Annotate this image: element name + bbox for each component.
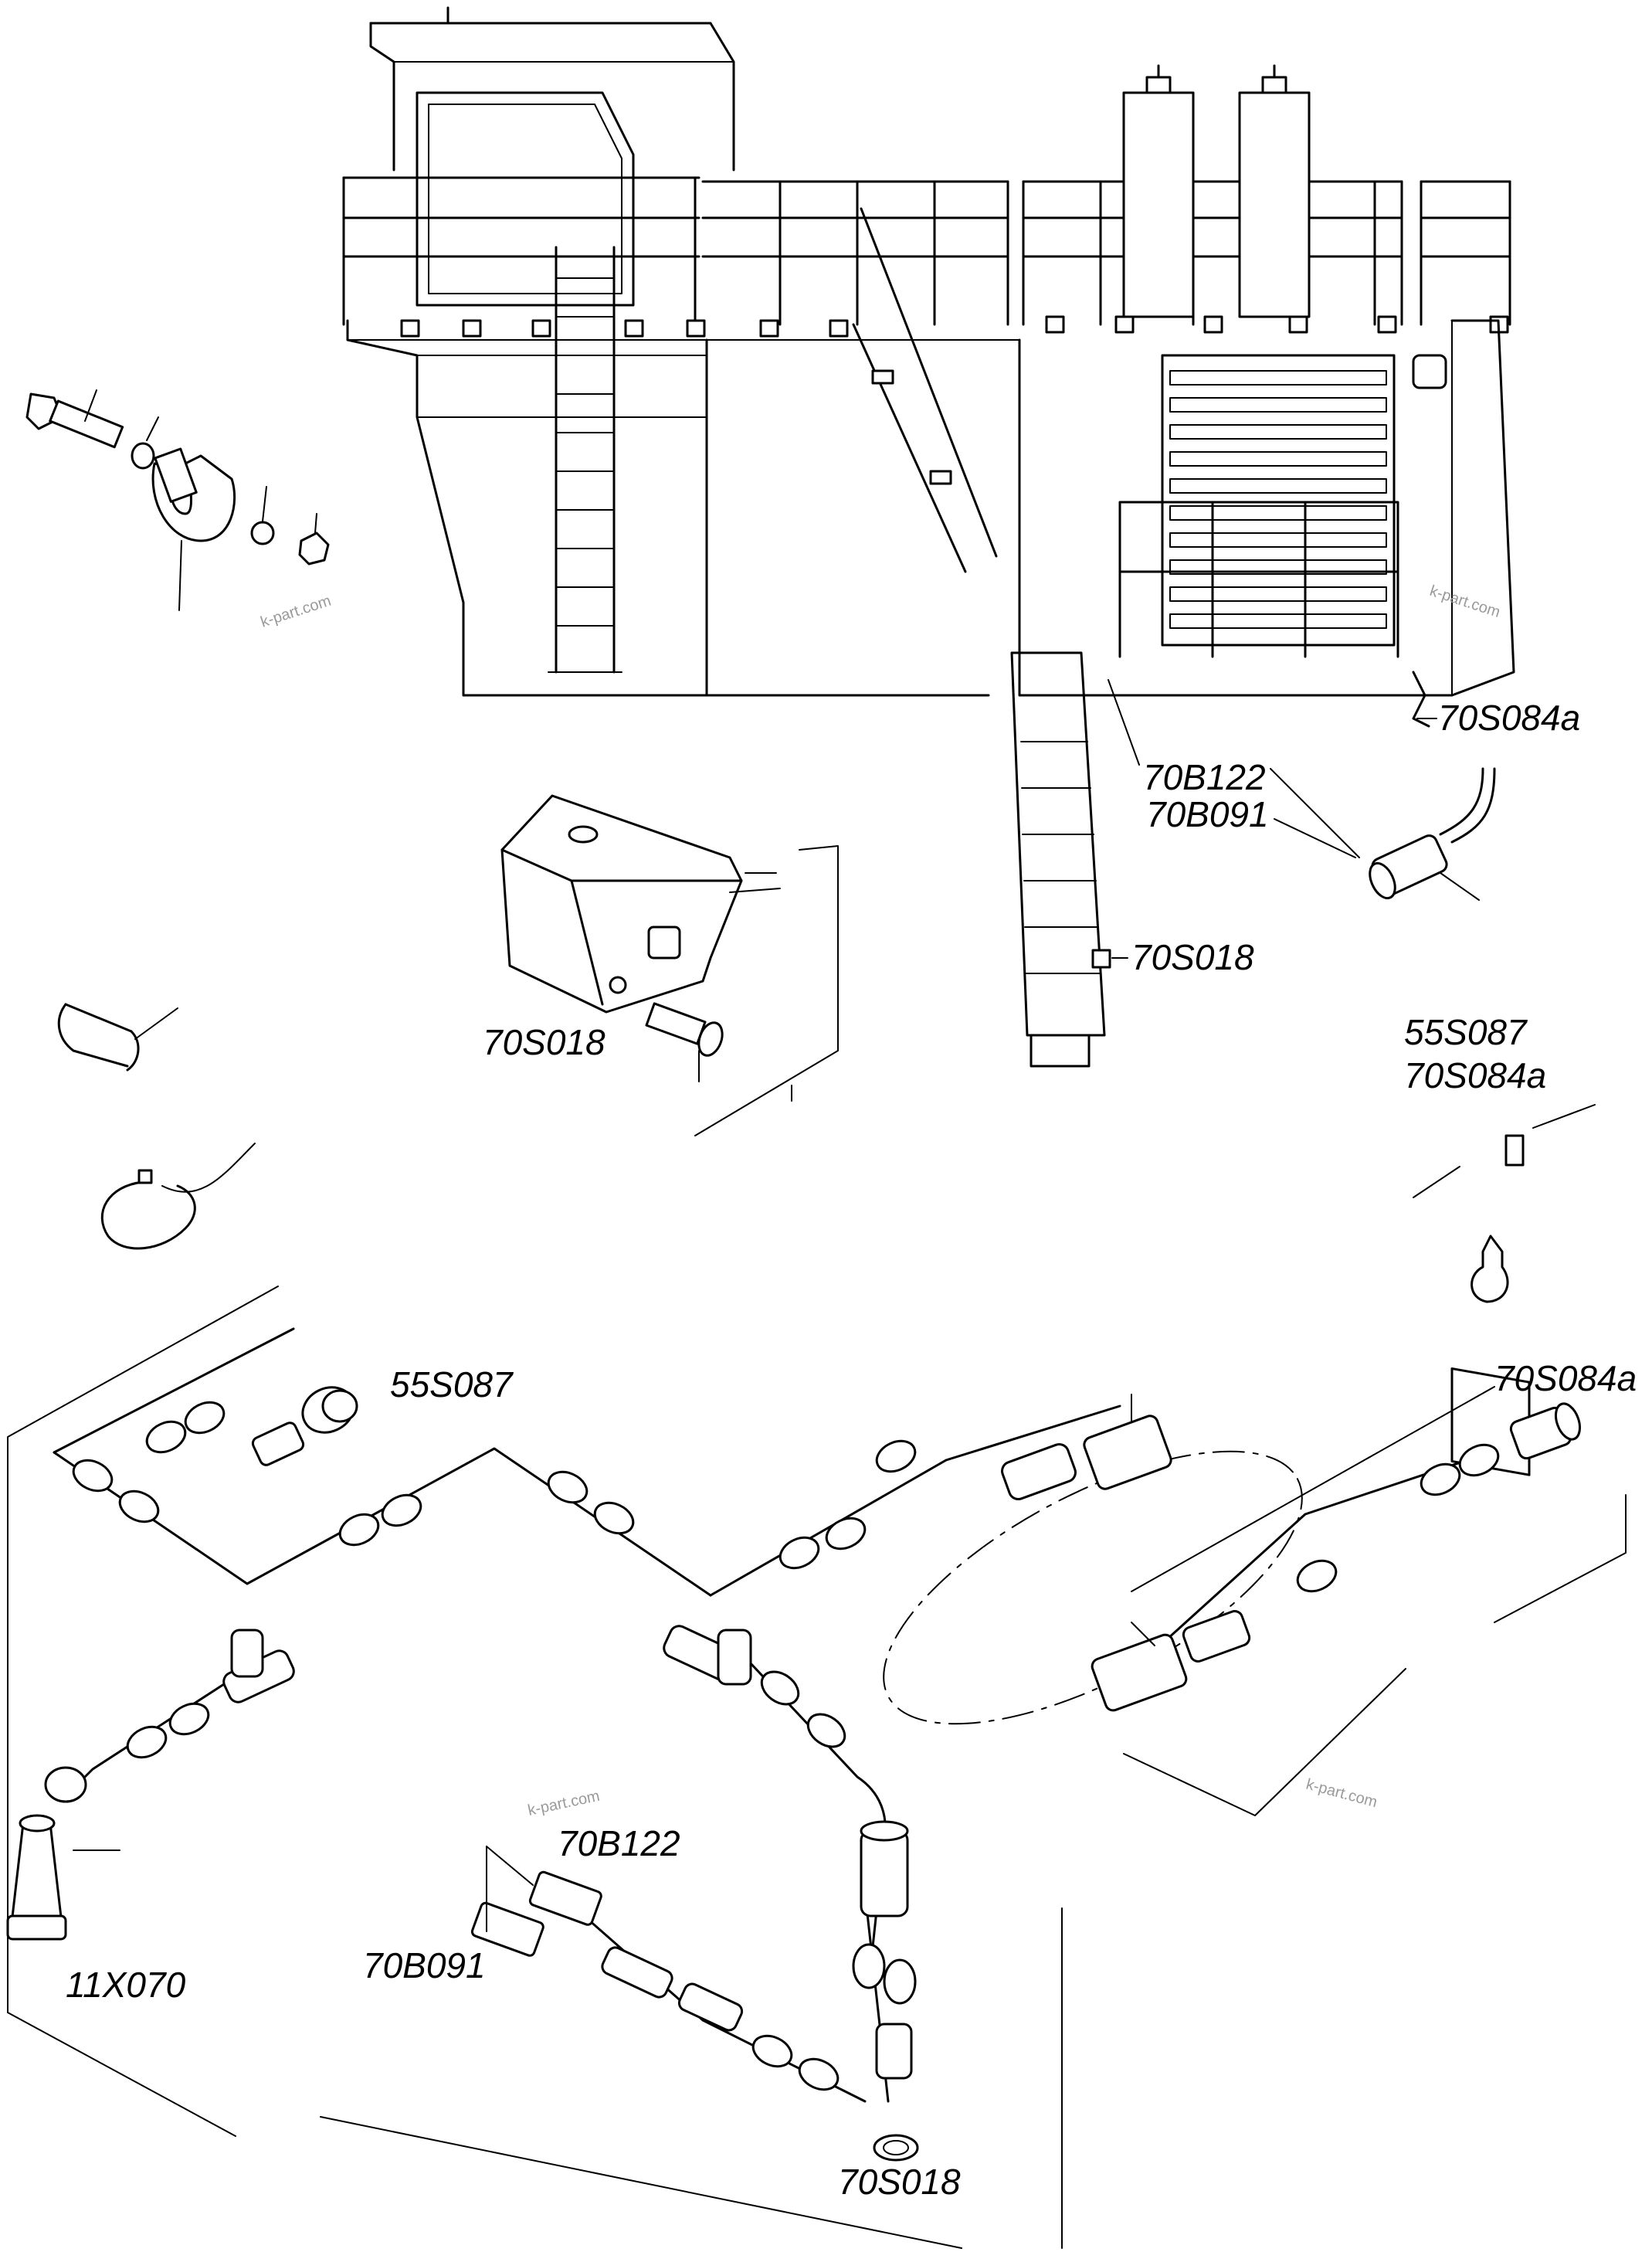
clamp-assembly — [25, 389, 330, 611]
label-70S084a-mid: 70S084a — [1404, 1055, 1546, 1095]
plug-70B122 — [470, 1846, 744, 2032]
proximity-sensor-70B122 — [1369, 767, 1496, 901]
label-11X070: 11X070 — [66, 1965, 186, 2005]
label-70S084a-top: 70S084a — [1438, 698, 1580, 738]
t-connectors — [222, 1625, 909, 1917]
label-55S087-mid: 55S087 — [1404, 1012, 1528, 1052]
connector-70S084a-harness — [1509, 1402, 1582, 1460]
label-70S018-box: 70S018 — [483, 1022, 606, 1062]
access-stair — [1010, 651, 1111, 1068]
label-70S018-bottom: 70S018 — [838, 2162, 961, 2202]
watermark: k-part.com — [1427, 583, 1502, 621]
machine-structure — [342, 6, 1515, 1068]
watermark: k-part.com — [1304, 1776, 1379, 1812]
watermarks: k-part.com k-part.com k-part.com k-part.… — [259, 583, 1502, 1819]
cable-tie — [100, 1143, 256, 1250]
ladder-left — [548, 246, 622, 674]
label-70S084a-harness: 70S084a — [1494, 1358, 1637, 1398]
deck-brackets — [400, 315, 1509, 338]
detail-callout — [883, 1394, 1303, 1725]
connector-55S087 — [251, 1386, 358, 1466]
cable-70S084a — [1412, 671, 1430, 728]
radiator-grille — [1161, 354, 1396, 647]
part-labels: 70S084a 70B122 70B091 70S018 70S018 55S0… — [66, 698, 1637, 2202]
watermark: k-part.com — [526, 1788, 601, 1819]
inclined-stair — [852, 207, 998, 573]
wiring-harness — [6, 1286, 1627, 2249]
label-70B091-harness: 70B091 — [363, 1945, 486, 1985]
label-70B091-top: 70B091 — [1146, 794, 1269, 834]
tanks — [1122, 64, 1311, 318]
cover-box — [500, 794, 839, 1136]
leader-lines — [745, 679, 1360, 959]
label-55S087-harness: 55S087 — [390, 1364, 514, 1405]
connector-11X070 — [6, 1766, 120, 1941]
cover-screw — [645, 1002, 724, 1082]
label-70S018-top: 70S018 — [1131, 937, 1254, 977]
guard-rail — [1118, 501, 1399, 658]
corrugated-sleeves — [72, 1401, 1500, 2091]
label-70B122-top: 70B122 — [1143, 757, 1266, 797]
handrails — [342, 176, 1511, 326]
connector-70S018-harness — [873, 2023, 919, 2162]
conduit-section — [57, 1003, 178, 1072]
watermark: k-part.com — [259, 593, 334, 631]
label-70B122-harness: 70B122 — [558, 1823, 680, 1863]
